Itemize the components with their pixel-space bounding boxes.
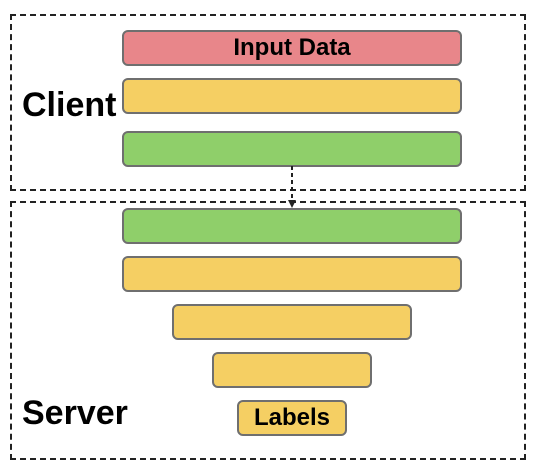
connector-arrow-icon (288, 166, 296, 208)
server-hidden-layer-3 (212, 352, 372, 388)
client-region (10, 14, 526, 191)
server-label: Server (22, 394, 128, 432)
client-cut-layer (122, 131, 462, 167)
client-label: Client (22, 86, 117, 124)
server-hidden-layer-2 (172, 304, 412, 340)
client-hidden-layer (122, 78, 462, 114)
labels-layer: Labels (237, 400, 347, 436)
server-cut-layer (122, 208, 462, 244)
server-region (10, 201, 526, 460)
input-data-layer: Input Data (122, 30, 462, 66)
server-hidden-layer-1 (122, 256, 462, 292)
